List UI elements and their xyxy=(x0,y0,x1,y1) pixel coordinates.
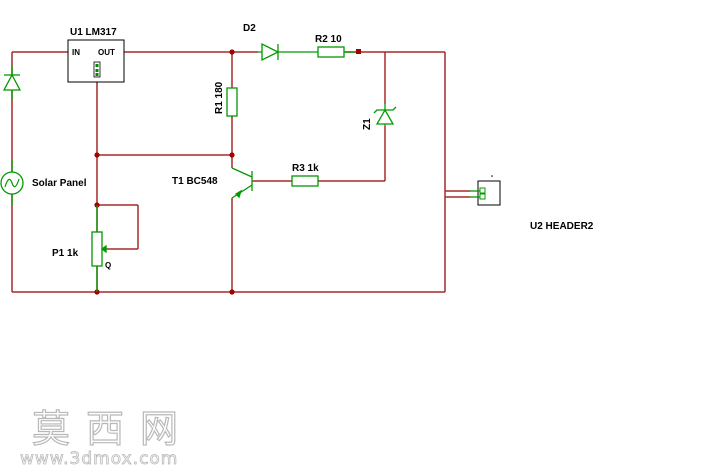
header-u2[interactable] xyxy=(470,175,501,206)
z1-label: Z1 xyxy=(362,118,373,130)
regulator-u1[interactable]: IN OUT xyxy=(67,39,125,83)
u1-label: U1 LM317 xyxy=(70,27,117,38)
watermark-chinese: 莫西网 xyxy=(32,407,194,451)
u1-in-pin-label: IN xyxy=(72,48,80,57)
p1-label: P1 1k xyxy=(52,248,79,259)
r1-label: R1 180 xyxy=(214,81,225,114)
p1-wiper-pin-label: Q xyxy=(105,261,111,270)
resistor-r1[interactable] xyxy=(226,87,238,117)
r2-label: R2 10 xyxy=(315,34,342,45)
t1-label: T1 BC548 xyxy=(172,176,218,187)
potentiometer-p1[interactable] xyxy=(91,205,107,292)
diode-d1[interactable] xyxy=(2,66,22,100)
transistor-t1[interactable] xyxy=(231,167,253,199)
solar-panel-source[interactable] xyxy=(0,160,24,205)
solar-panel-label: Solar Panel xyxy=(32,178,87,189)
diode-d2[interactable] xyxy=(258,42,290,62)
d2-label: D2 xyxy=(243,23,256,34)
r3-label: R3 1k xyxy=(292,163,319,174)
resistor-r2[interactable] xyxy=(290,46,356,58)
junction-dots xyxy=(94,49,361,295)
zener-z1[interactable] xyxy=(373,104,397,126)
u2-label: U2 HEADER2 xyxy=(530,221,594,232)
u1-out-pin-label: OUT xyxy=(98,48,115,57)
wires xyxy=(11,51,470,293)
resistor-r3[interactable] xyxy=(291,175,319,187)
watermark-url: www.3dmox.com xyxy=(20,449,178,469)
